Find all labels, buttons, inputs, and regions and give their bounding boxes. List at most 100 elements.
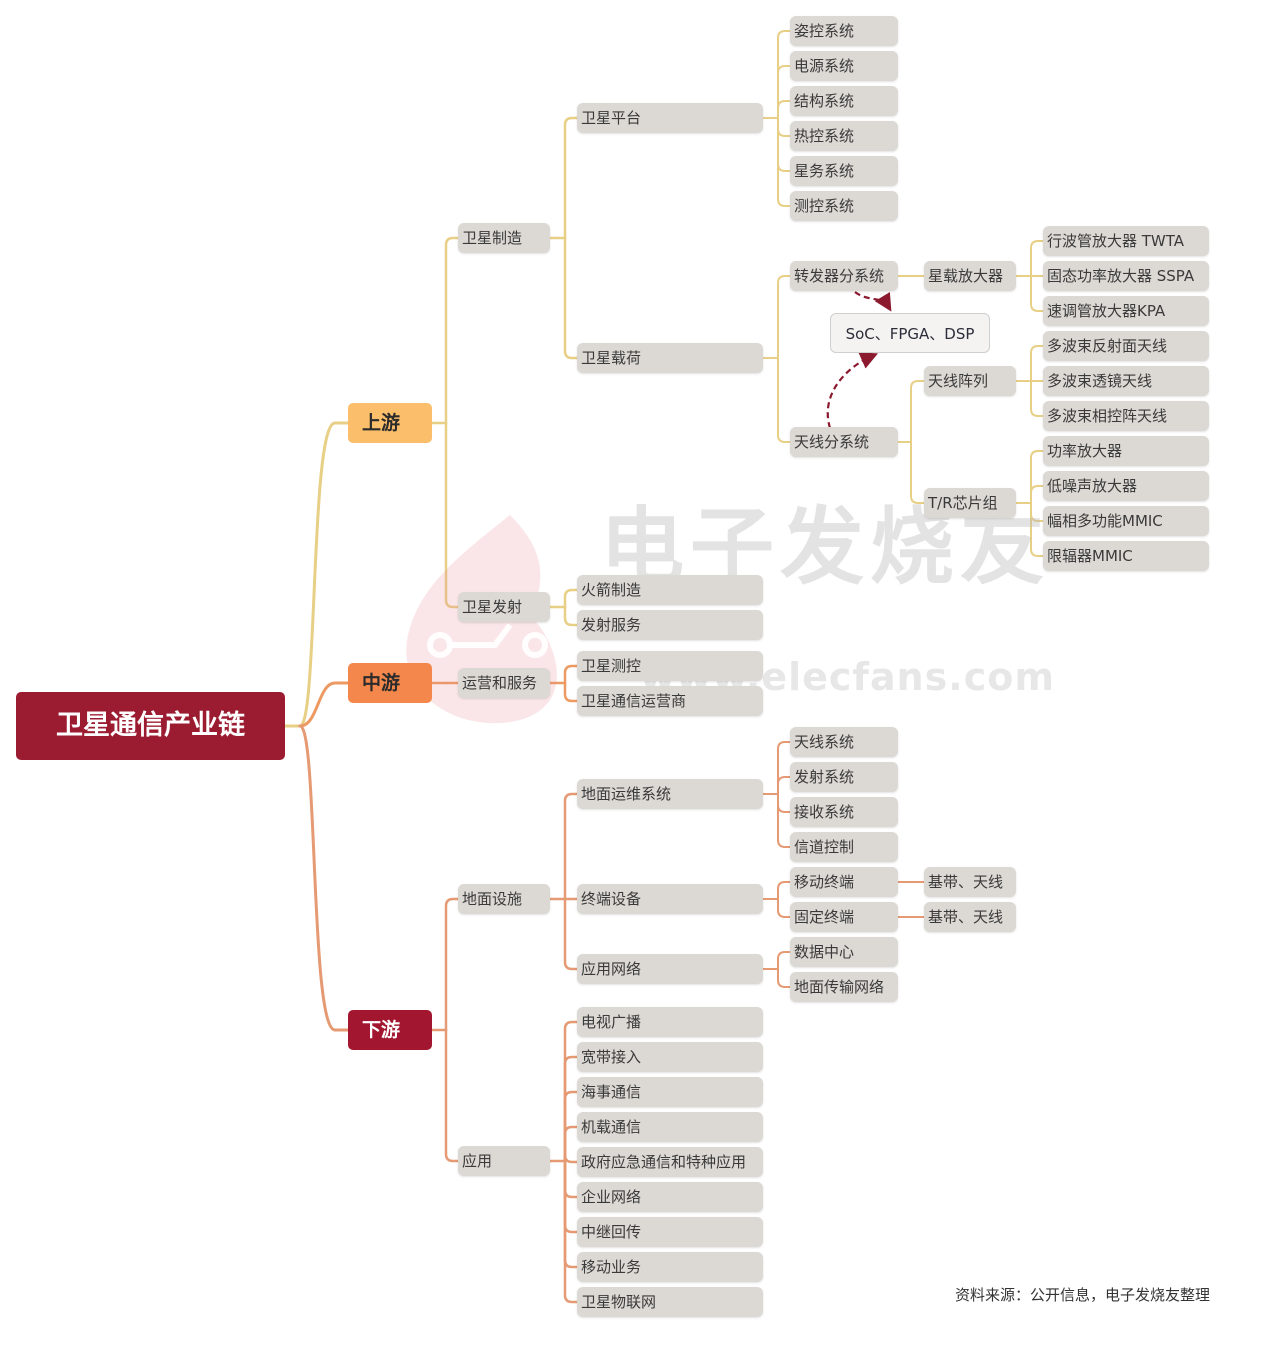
connector-line xyxy=(563,588,579,609)
connector-line xyxy=(910,441,925,504)
connector-line xyxy=(777,357,791,443)
node-launch-service[interactable]: 发射服务 xyxy=(577,610,763,640)
connector-line xyxy=(1030,450,1044,504)
node-antenna-subsystem[interactable]: 天线分系统 xyxy=(790,427,898,457)
node-operation[interactable]: 运营和服务 xyxy=(458,668,550,698)
node-amplifier-item[interactable]: 速调管放大器KPA xyxy=(1043,296,1209,326)
chips-note-box: SoC、FPGA、DSP xyxy=(830,313,990,353)
node-ground-ops[interactable]: 地面运维系统 xyxy=(577,779,763,809)
connector-line xyxy=(1030,502,1044,522)
connector-line xyxy=(298,681,350,728)
connector-line xyxy=(1030,502,1044,557)
transponder-to-chips-arrow xyxy=(854,291,892,312)
node-launch-rocket[interactable]: 火箭制造 xyxy=(577,575,763,605)
connector-line xyxy=(777,776,791,795)
connector-line xyxy=(777,951,791,970)
node-amplifier-item[interactable]: 固态功率放大器 SSPA xyxy=(1043,261,1209,291)
connector-line xyxy=(777,881,791,900)
connector-line xyxy=(444,236,460,425)
connector-line xyxy=(563,897,579,971)
connector-line xyxy=(1030,485,1044,504)
node-platform-item[interactable]: 测控系统 xyxy=(790,191,898,221)
node-antenna-array-item[interactable]: 多波束反射面天线 xyxy=(1043,331,1209,361)
node-antenna-array-item[interactable]: 多波束相控阵天线 xyxy=(1043,401,1209,431)
connector-line xyxy=(1030,275,1044,312)
connector-line xyxy=(563,792,579,901)
connector-line xyxy=(777,117,791,137)
connector-line xyxy=(1030,345,1044,382)
node-operation-item[interactable]: 卫星通信运营商 xyxy=(577,686,763,716)
connector-line xyxy=(777,898,791,918)
connector-line xyxy=(563,1154,579,1164)
connector-line xyxy=(563,1090,579,1163)
connector-line xyxy=(777,117,791,207)
node-application-item[interactable]: 电视广播 xyxy=(577,1007,763,1037)
connector-line xyxy=(563,1125,579,1163)
node-application-item[interactable]: 机载通信 xyxy=(577,1112,763,1142)
source-note: 资料来源：公开信息，电子发烧友整理 xyxy=(955,1286,1211,1304)
connector-line xyxy=(444,1028,460,1163)
node-satellite-payload[interactable]: 卫星载荷 xyxy=(577,343,763,373)
node-platform-item[interactable]: 星务系统 xyxy=(790,156,898,186)
node-ground-ops-item[interactable]: 信道控制 xyxy=(790,832,898,862)
stage-downstream[interactable]: 下游 xyxy=(348,1010,432,1050)
connector-line xyxy=(563,1159,579,1304)
node-app-network[interactable]: 应用网络 xyxy=(577,954,763,984)
node-application-item[interactable]: 宽带接入 xyxy=(577,1042,763,1072)
node-application-item[interactable]: 卫星物联网 xyxy=(577,1287,763,1317)
connector-line xyxy=(563,1020,579,1163)
node-terminal[interactable]: 终端设备 xyxy=(577,884,763,914)
node-tr-chip-item[interactable]: 低噪声放大器 xyxy=(1043,471,1209,501)
node-fixed-terminal[interactable]: 固定终端 xyxy=(790,902,898,932)
node-satellite-manufacturing[interactable]: 卫星制造 xyxy=(458,223,550,253)
connector-line xyxy=(444,897,460,1032)
node-application-item[interactable]: 移动业务 xyxy=(577,1252,763,1282)
node-baseband-fixed[interactable]: 基带、天线 xyxy=(924,902,1016,932)
node-tr-chip[interactable]: T/R芯片组 xyxy=(924,488,1016,518)
node-application[interactable]: 应用 xyxy=(458,1146,550,1176)
node-onboard-amplifier[interactable]: 星载放大器 xyxy=(924,261,1016,291)
node-app-network-item[interactable]: 数据中心 xyxy=(790,937,898,967)
node-platform-item[interactable]: 电源系统 xyxy=(790,51,898,81)
connector-line xyxy=(777,793,791,813)
connector-line xyxy=(1030,380,1044,417)
stage-midstream[interactable]: 中游 xyxy=(348,663,432,703)
node-platform-item[interactable]: 结构系统 xyxy=(790,86,898,116)
node-application-item[interactable]: 中继回传 xyxy=(577,1217,763,1247)
connector-line xyxy=(563,1055,579,1163)
connector-line xyxy=(563,236,579,360)
connector-line xyxy=(563,1159,579,1269)
node-platform-item[interactable]: 姿控系统 xyxy=(790,16,898,46)
node-antenna-array-item[interactable]: 多波束透镜天线 xyxy=(1043,366,1209,396)
stage-upstream[interactable]: 上游 xyxy=(348,403,432,443)
node-ground-ops-item[interactable]: 天线系统 xyxy=(790,727,898,757)
node-satellite-platform[interactable]: 卫星平台 xyxy=(577,103,763,133)
connector-line xyxy=(777,65,791,119)
node-amplifier-item[interactable]: 行波管放大器 TWTA xyxy=(1043,226,1209,256)
node-app-network-item[interactable]: 地面传输网络 xyxy=(790,972,898,1002)
node-application-item[interactable]: 企业网络 xyxy=(577,1182,763,1212)
node-application-item[interactable]: 海事通信 xyxy=(577,1077,763,1107)
connector-line xyxy=(777,793,791,848)
root-node[interactable]: 卫星通信产业链 xyxy=(16,692,285,760)
node-ground-ops-item[interactable]: 发射系统 xyxy=(790,762,898,792)
node-ground-facilities[interactable]: 地面设施 xyxy=(458,884,550,914)
connector-line xyxy=(563,116,579,240)
node-application-item[interactable]: 政府应急通信和特种应用 xyxy=(577,1147,763,1177)
node-tr-chip-item[interactable]: 幅相多功能MMIC xyxy=(1043,506,1209,536)
node-operation-item[interactable]: 卫星测控 xyxy=(577,651,763,681)
node-satellite-launch[interactable]: 卫星发射 xyxy=(458,592,550,622)
connector-line xyxy=(1030,240,1044,277)
node-transponder[interactable]: 转发器分系统 xyxy=(790,261,898,291)
node-platform-item[interactable]: 热控系统 xyxy=(790,121,898,151)
node-antenna-array[interactable]: 天线阵列 xyxy=(924,366,1016,396)
connector-line xyxy=(777,30,791,119)
node-ground-ops-item[interactable]: 接收系统 xyxy=(790,797,898,827)
node-tr-chip-item[interactable]: 限辐器MMIC xyxy=(1043,541,1209,571)
node-tr-chip-item[interactable]: 功率放大器 xyxy=(1043,436,1209,466)
node-mobile-terminal[interactable]: 移动终端 xyxy=(790,867,898,897)
node-baseband-mobile[interactable]: 基带、天线 xyxy=(924,867,1016,897)
connector-line xyxy=(777,968,791,988)
